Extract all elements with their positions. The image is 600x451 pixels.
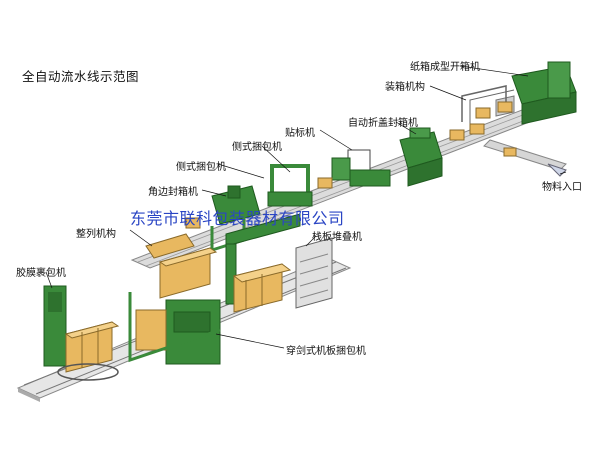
case-packer-frame bbox=[461, 85, 515, 126]
carton-former-machine bbox=[495, 61, 577, 125]
label-case-packer: 装箱机构 bbox=[385, 82, 425, 93]
label-corner-sealer: 角边封箱机 bbox=[148, 187, 198, 198]
stretch-wrapper-machine bbox=[43, 285, 120, 381]
label-aligner: 整列机构 bbox=[76, 229, 116, 240]
diagram-title: 全自动流水线示范图 bbox=[22, 69, 140, 84]
company-watermark: 东莞市联科包装器材有限公司 bbox=[130, 209, 345, 228]
inlet-conveyor bbox=[483, 139, 567, 177]
label-labeler: 贴标机 bbox=[285, 128, 315, 139]
leader-lines bbox=[45, 65, 567, 349]
label-stretch-wrapper: 胶膜裹包机 bbox=[16, 268, 66, 279]
pallet-transfer-frame bbox=[158, 213, 301, 313]
label-pallet-strapper: 穿剑式机板捆包机 bbox=[286, 346, 366, 357]
side-strapper-machine bbox=[267, 164, 333, 207]
label-side-strapper: 侧式捆包机 bbox=[232, 142, 282, 153]
label-top-sealer: 自动折盖封箱机 bbox=[348, 118, 418, 129]
label-material-inlet: 物料入口 bbox=[542, 182, 582, 193]
top-sealer-machine bbox=[399, 123, 485, 187]
pallet-stacker-machine bbox=[295, 237, 333, 309]
pallet-strapper-machine bbox=[128, 292, 221, 365]
label-side-strapper-2: 侧式捆包机 bbox=[176, 162, 226, 173]
label-pallet-stacker: 栈板堆叠机 bbox=[312, 232, 362, 243]
labeler-machine bbox=[331, 149, 391, 187]
label-carton-former: 纸箱成型开箱机 bbox=[410, 62, 480, 73]
